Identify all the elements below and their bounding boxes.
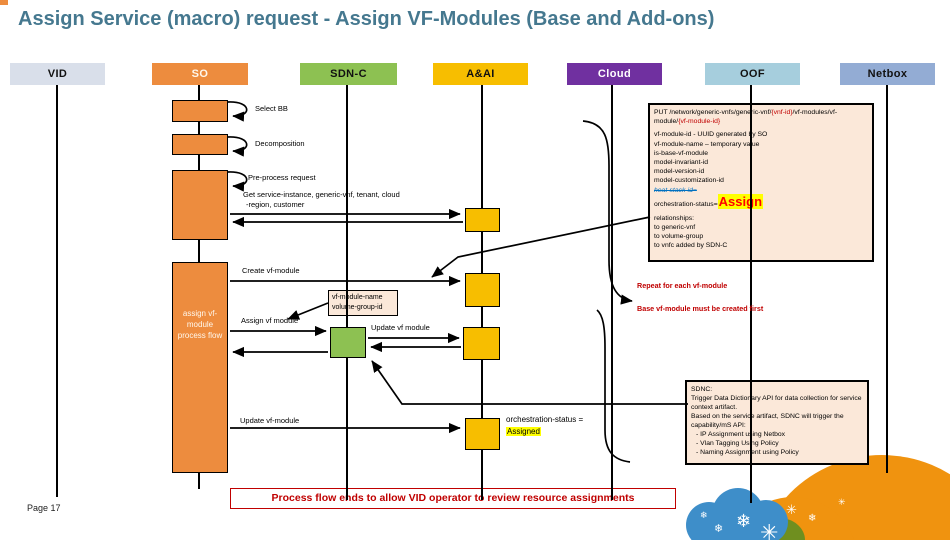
vf-module-name-note: vf-module-name volume-group-id bbox=[328, 290, 398, 316]
sparkle-icon: ✳ bbox=[760, 520, 779, 540]
cloud-decoration-blue-base bbox=[690, 515, 786, 540]
lane-header-so: SO bbox=[152, 63, 248, 85]
lane-header-netbox: Netbox bbox=[840, 63, 935, 85]
process-flow-banner: Process flow ends to allow VID operator … bbox=[230, 488, 676, 509]
lane-header-vid: VID bbox=[10, 63, 105, 85]
lane-header-cloud: Cloud bbox=[567, 63, 662, 85]
status-assigned-note: orchestration-status = Assigned bbox=[506, 414, 583, 438]
label-decomposition: Decomposition bbox=[255, 139, 305, 148]
put-note-heat-stack-field: heat-stack-id= bbox=[654, 186, 697, 194]
lane-header-oof: OOF bbox=[705, 63, 800, 85]
label-get-service-line2: -region, customer bbox=[246, 200, 305, 209]
aai-activation-get-service bbox=[465, 208, 500, 232]
put-note-relationships-title: relationships: bbox=[654, 214, 695, 222]
note-base-vf-module-first: Base vf-module must be created first bbox=[637, 304, 764, 313]
sdnc-note-bullet: - Naming Assignment using Policy bbox=[696, 449, 799, 456]
put-note-field: model-customization-id bbox=[654, 177, 724, 185]
brace-repeat-curve bbox=[582, 120, 633, 305]
put-note-relationship: to vnfc added by SDN-C bbox=[654, 242, 728, 250]
so-activation-decomposition bbox=[172, 134, 228, 155]
so-activation-preprocess bbox=[172, 170, 228, 240]
put-note-relationship: to generic-vnf bbox=[654, 224, 696, 232]
callout-put-note-line bbox=[431, 216, 651, 278]
slide-title: Assign Service (macro) request - Assign … bbox=[18, 8, 715, 30]
put-note-relationship: to volume-group bbox=[654, 233, 704, 241]
sdnc-activation-assign bbox=[330, 327, 366, 358]
sparkle-icon: ✳ bbox=[838, 497, 846, 507]
self-loop-select-bb bbox=[227, 101, 248, 122]
callout-sdnc-note-line bbox=[371, 360, 688, 405]
label-update-vf-module-sdnc: Update vf module bbox=[371, 323, 430, 332]
lane-header-aai: A&AI bbox=[433, 63, 528, 85]
sdnc-note-bullet: - Vlan Tagging Using Policy bbox=[696, 440, 779, 447]
aai-activation-update-vf-module bbox=[463, 327, 500, 360]
note-repeat-each-vf-module: Repeat for each vf-module bbox=[637, 281, 728, 290]
so-activation-assign-flow: assign vf-module process flow bbox=[172, 262, 228, 473]
label-preprocess: Pre-process request bbox=[248, 173, 316, 182]
sdnc-note-body: Trigger Data Dictionary API for data col… bbox=[691, 395, 862, 411]
put-path: PUT /network/generic-vnfs/generic-vnf/{v… bbox=[654, 109, 838, 126]
page-number: Page 17 bbox=[27, 503, 61, 513]
status-assigned-value: Assigned bbox=[506, 427, 541, 436]
put-note-field: model-invariant-id bbox=[654, 159, 709, 167]
so-activation-label: assign vf-module process flow bbox=[177, 309, 223, 340]
put-note-field: is-base-vf-module bbox=[654, 149, 709, 157]
put-note-field: vf-module-name – temporary value bbox=[654, 140, 760, 148]
sdnc-note-body: Based on the service artifact, SDNC will… bbox=[691, 413, 844, 429]
aai-activation-create-vf-module bbox=[465, 273, 500, 307]
aai-activation-update-status bbox=[465, 418, 500, 450]
callout-vf-module-note-line bbox=[287, 302, 329, 320]
put-note-field: model-version-id bbox=[654, 168, 705, 176]
so-activation-select-bb bbox=[172, 100, 228, 122]
self-loop-decomposition bbox=[227, 136, 248, 157]
sparkle-icon: ❄ bbox=[714, 523, 724, 535]
label-create-vf-module: Create vf-module bbox=[242, 266, 300, 275]
brace-lower-curve bbox=[596, 309, 631, 463]
label-select-bb: Select BB bbox=[255, 104, 288, 113]
sparkle-icon: ✳ bbox=[786, 502, 797, 517]
lane-header-sdnc: SDN-C bbox=[300, 63, 397, 85]
sdnc-note-bullet: - IP Assignment using Netbox bbox=[696, 431, 786, 438]
self-loop-preprocess bbox=[227, 171, 248, 192]
sparkle-icon: ❄ bbox=[808, 513, 817, 524]
sparkle-icon: ❄ bbox=[736, 511, 752, 531]
sdnc-note-title: SDNC: bbox=[691, 386, 713, 393]
sparkle-icon: ❄ bbox=[700, 510, 708, 520]
label-update-vf-module-so: Update vf-module bbox=[240, 416, 300, 425]
label-assign-vf-module: Assign vf module bbox=[241, 316, 299, 325]
slide-corner-accent bbox=[0, 0, 8, 5]
put-note-field: vf-module-id - UUID generated by SO bbox=[654, 131, 768, 139]
status-assigned-prefix: orchestration-status = bbox=[506, 415, 584, 424]
sdnc-note: SDNC: Trigger Data Dictionary API for da… bbox=[685, 380, 869, 465]
label-get-service-line1: Get service-instance, generic-vnf, tenan… bbox=[243, 190, 400, 199]
